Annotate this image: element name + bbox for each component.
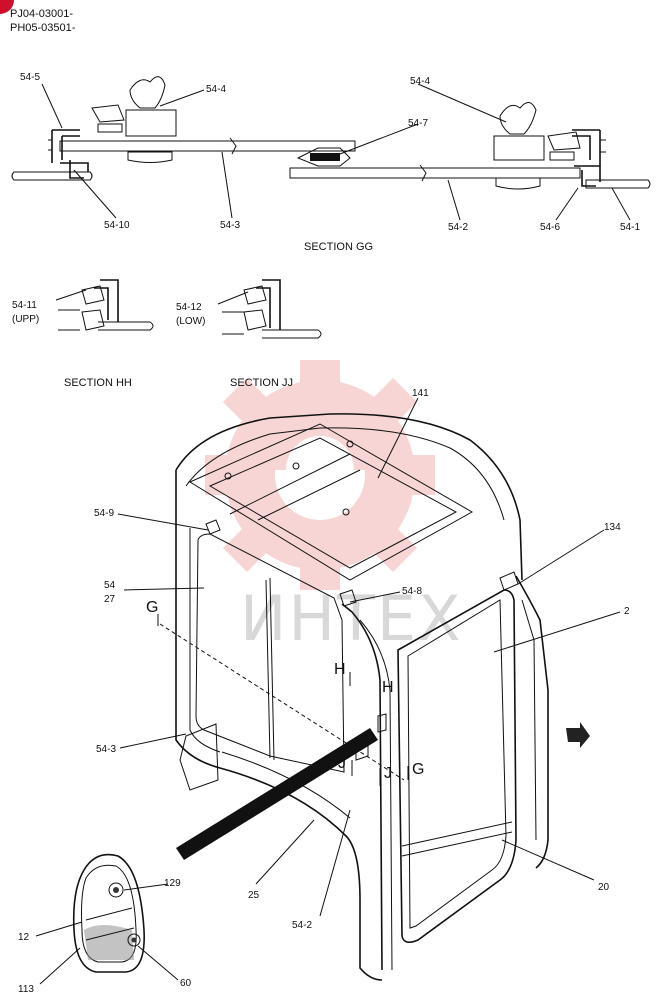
label-54-3-top: 54-3 <box>220 220 240 231</box>
label-54-4-right: 54-4 <box>410 76 430 87</box>
label-54-4-left: 54-4 <box>206 84 226 95</box>
section-hh-title: SECTION HH <box>64 377 132 389</box>
label-54-3-main: 54-3 <box>96 744 116 755</box>
label-low: (LOW) <box>176 316 205 327</box>
section-mark-g-right: G <box>412 761 424 778</box>
label-54-9: 54-9 <box>94 508 114 519</box>
label-113: 113 <box>18 984 34 995</box>
label-54: 54 <box>104 580 116 591</box>
section-jj-title: SECTION JJ <box>230 377 293 389</box>
label-54-2-top: 54-2 <box>448 222 468 233</box>
label-134: 134 <box>604 522 621 533</box>
section-mark-g-left: G <box>146 599 158 616</box>
label-12: 12 <box>18 932 30 943</box>
label-129: 129 <box>164 878 181 889</box>
label-54-12: 54-12 <box>176 302 202 313</box>
watermark-gear-logo <box>205 360 435 590</box>
label-141: 141 <box>412 388 429 399</box>
label-54-1: 54-1 <box>620 222 640 233</box>
label-54-8: 54-8 <box>402 586 422 597</box>
section-gg-title: SECTION GG <box>304 241 373 253</box>
corner-mark <box>0 0 14 14</box>
serial-code-1: PJ04-03001- <box>10 8 73 20</box>
section-gg-drawing <box>11 76 651 221</box>
section-mark-h-right: H <box>382 679 394 696</box>
cab-outline <box>157 413 590 981</box>
section-mark-j-right: J <box>384 765 392 782</box>
leader-lines-main <box>117 397 621 917</box>
label-2: 2 <box>624 606 630 617</box>
label-upp: (UPP) <box>12 314 39 325</box>
label-54-5: 54-5 <box>20 72 40 83</box>
label-54-6: 54-6 <box>540 222 560 233</box>
label-27: 27 <box>104 594 116 605</box>
label-54-10: 54-10 <box>104 220 130 231</box>
section-mark-j-left: J <box>338 755 346 772</box>
label-20: 20 <box>598 882 610 893</box>
watermark-text: ИНТЕХ <box>240 582 463 655</box>
section-jj-drawing <box>217 279 322 339</box>
label-60: 60 <box>180 978 192 989</box>
section-hh-drawing <box>55 279 154 331</box>
label-25: 25 <box>248 890 260 901</box>
label-54-7: 54-7 <box>408 118 428 129</box>
label-54-2-main: 54-2 <box>292 920 312 931</box>
serial-code-2: PH05-03501- <box>10 22 76 34</box>
section-mark-h-left: H <box>334 661 346 678</box>
label-54-11: 54-11 <box>12 300 37 311</box>
rear-mirror-assembly <box>35 853 179 985</box>
